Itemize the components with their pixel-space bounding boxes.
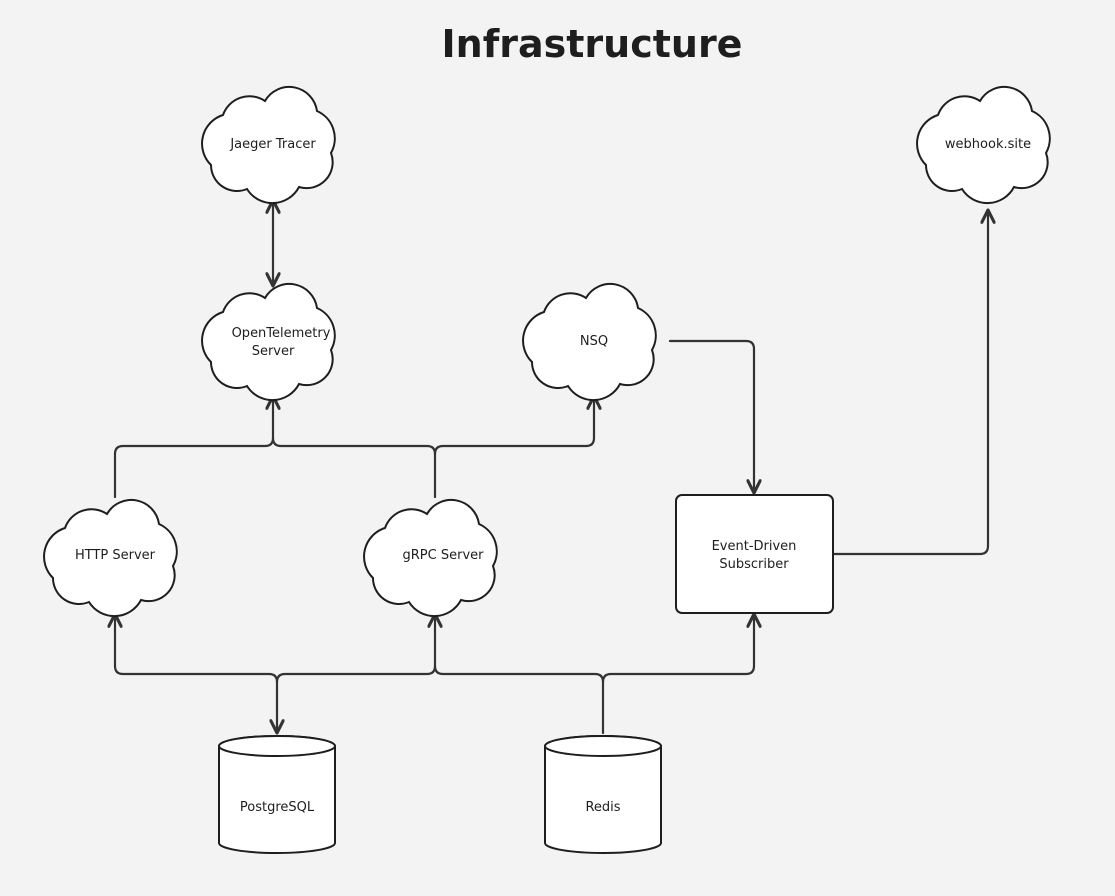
node-label: NSQ xyxy=(580,334,608,349)
cloud-shape xyxy=(522,282,657,402)
cloud-shape xyxy=(916,85,1051,205)
node-http-server: HTTP Server xyxy=(43,498,178,618)
edge-http-otel xyxy=(113,394,281,499)
edge-postgres-grpc xyxy=(275,612,443,684)
node-label: gRPC Server xyxy=(403,548,485,563)
cloud-shape xyxy=(201,85,336,205)
node-opentelemetry-server: OpenTelemetry Server xyxy=(201,282,336,402)
node-webhook-site: webhook.site xyxy=(916,85,1051,205)
diagram-title: Infrastructure xyxy=(442,22,743,66)
edge-subscriber-webhook xyxy=(832,208,996,556)
cloud-shape xyxy=(43,498,178,618)
node-label: Jaeger Tracer xyxy=(229,137,316,152)
edge-nsq-subscriber xyxy=(668,339,762,495)
edge-postgres-http xyxy=(107,612,285,735)
cloud-shape xyxy=(201,282,336,402)
box-shape xyxy=(675,494,834,614)
cloud-shape xyxy=(363,498,498,618)
node-label-line2: Subscriber xyxy=(719,557,789,572)
cylinder-top xyxy=(218,735,336,757)
node-label: Redis xyxy=(585,800,620,815)
node-label: webhook.site xyxy=(945,137,1031,152)
edge-grpc-nsq xyxy=(433,394,602,456)
node-label: PostgreSQL xyxy=(240,800,315,815)
node-jaeger-tracer: Jaeger Tracer xyxy=(201,85,336,205)
edges xyxy=(107,198,996,735)
node-event-driven-subscriber: Event-Driven Subscriber xyxy=(675,494,834,614)
edge-redis-subscriber xyxy=(601,612,762,684)
node-redis: Redis xyxy=(544,735,662,854)
cylinder-top xyxy=(544,735,662,757)
node-grpc-server: gRPC Server xyxy=(363,498,498,618)
node-label-line1: Event-Driven xyxy=(712,539,797,554)
node-label-line1: OpenTelemetry xyxy=(232,326,331,341)
node-label-line2: Server xyxy=(252,344,295,359)
edge-redis-grpc xyxy=(433,664,605,735)
node-postgresql: PostgreSQL xyxy=(218,735,336,854)
node-label: HTTP Server xyxy=(75,548,156,563)
edge-grpc-bus-left xyxy=(271,436,437,499)
node-nsq: NSQ xyxy=(522,282,657,402)
